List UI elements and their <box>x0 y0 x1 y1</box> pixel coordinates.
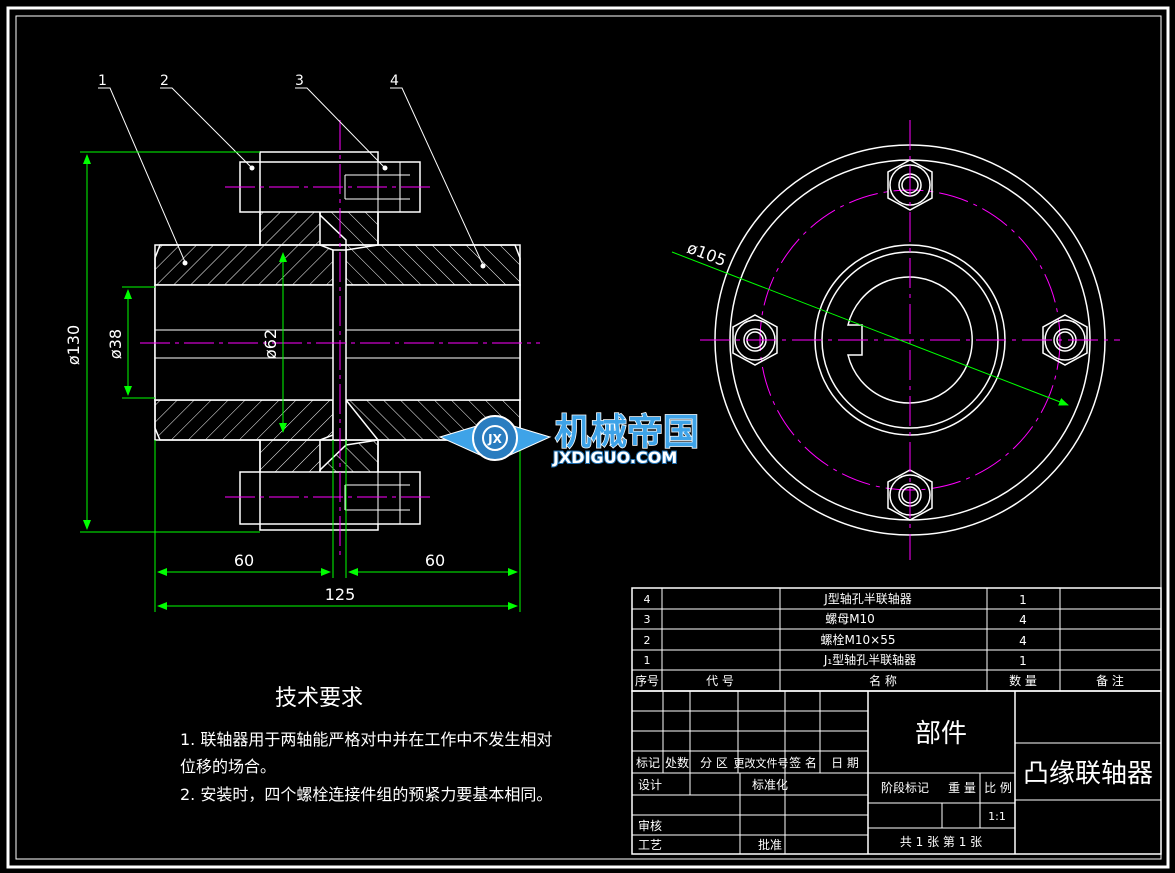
svg-text:J型轴孔半联轴器: J型轴孔半联轴器 <box>823 591 912 606</box>
svg-text:3: 3 <box>644 613 651 626</box>
svg-text:代 号: 代 号 <box>706 674 734 688</box>
callout-2: 2 <box>160 73 169 89</box>
svg-text:1:1: 1:1 <box>988 810 1006 823</box>
svg-text:签 名: 签 名 <box>789 755 817 770</box>
inner-frame <box>15 15 1162 860</box>
svg-text:4: 4 <box>1019 613 1027 627</box>
dim-len-right: 60 <box>425 551 445 570</box>
svg-text:1: 1 <box>1019 654 1027 668</box>
dim-len-total: 125 <box>325 585 356 604</box>
svg-text:工艺: 工艺 <box>638 838 662 852</box>
callout-leaders <box>98 87 484 266</box>
svg-text:1: 1 <box>1019 593 1027 607</box>
svg-text:日 期: 日 期 <box>831 756 859 770</box>
svg-text:批准: 批准 <box>758 837 782 852</box>
dimensions <box>80 151 521 612</box>
svg-text:1: 1 <box>644 654 651 667</box>
dim-d105-line <box>671 251 1069 406</box>
svg-text:处数: 处数 <box>665 755 689 770</box>
tech-line-2: 位移的场合。 <box>180 757 276 776</box>
watermark-logo-icon: JX <box>438 415 552 461</box>
svg-text:螺栓M10×55: 螺栓M10×55 <box>821 632 896 647</box>
svg-text:2: 2 <box>644 634 651 647</box>
part-label: 部件 <box>915 719 967 749</box>
svg-text:4: 4 <box>644 593 651 606</box>
dim-d38: ø38 <box>106 329 125 359</box>
dim-d62: ø62 <box>261 329 280 359</box>
callout-3: 3 <box>295 73 304 89</box>
bolt-bottom <box>239 471 421 525</box>
dim-d130: ø130 <box>64 325 83 365</box>
svg-text:数 量: 数 量 <box>1009 673 1037 688</box>
svg-text:4: 4 <box>1019 634 1027 648</box>
drawing-name: 凸缘联轴器 <box>1023 759 1153 789</box>
tech-title: 技术要求 <box>275 686 363 711</box>
svg-text:阶段标记: 阶段标记 <box>881 780 929 795</box>
svg-text:序号: 序号 <box>635 673 659 688</box>
dim-len-left: 60 <box>234 551 254 570</box>
svg-text:标准化: 标准化 <box>752 778 788 792</box>
tech-line-1: 1. 联轴器用于两轴能严格对中并在工作中不发生相对 <box>180 730 552 749</box>
section-view: 1 2 3 4 <box>98 73 540 560</box>
title-block-text: 标记 处数 分 区 更改文件号 签 名 日 期 设计 标准化 审核 工艺 批准 … <box>636 719 1153 852</box>
svg-text:名 称: 名 称 <box>869 673 897 688</box>
svg-text:JX: JX <box>487 432 502 446</box>
end-view <box>700 120 1120 560</box>
svg-text:分 区: 分 区 <box>700 756 728 770</box>
svg-text:更改文件号: 更改文件号 <box>734 756 789 770</box>
tech-line-3: 2. 安装时，四个螺栓连接件组的预紧力要基本相同。 <box>180 785 552 804</box>
svg-text:设计: 设计 <box>638 778 662 792</box>
callout-1: 1 <box>98 73 107 89</box>
watermark-en: JXDIGUO.COM <box>552 448 677 467</box>
svg-text:标记: 标记 <box>636 756 660 770</box>
svg-text:审核: 审核 <box>638 818 662 833</box>
svg-text:共 1 张 第 1 张: 共 1 张 第 1 张 <box>900 835 982 849</box>
parts-rows: 4 J型轴孔半联轴器 1 3 螺母M10 4 2 螺栓M10×55 4 1 J₁… <box>635 591 1124 688</box>
svg-text:比 例: 比 例 <box>984 781 1012 795</box>
svg-text:重 量: 重 量 <box>948 781 976 795</box>
svg-text:备 注: 备 注 <box>1096 673 1124 688</box>
callout-4: 4 <box>390 73 399 89</box>
svg-text:螺母M10: 螺母M10 <box>825 612 875 626</box>
outer-frame <box>6 6 1170 869</box>
title-block <box>631 690 1162 855</box>
watermark-cn: 机械帝国 <box>555 412 699 453</box>
svg-text:J₁型轴孔半联轴器: J₁型轴孔半联轴器 <box>823 652 916 667</box>
watermark: JX 机械帝国 JXDIGUO.COM <box>438 411 700 468</box>
